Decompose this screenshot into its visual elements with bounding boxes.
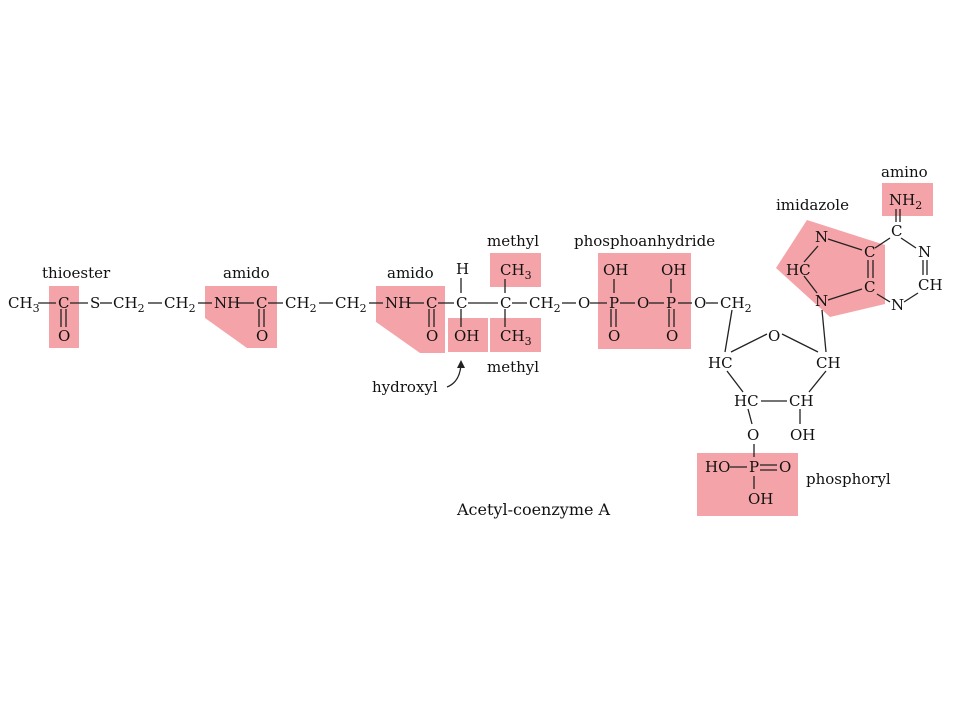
atom-c2: C — [256, 294, 267, 312]
atom-c1: C — [58, 294, 69, 312]
bond — [903, 292, 919, 303]
atom-ring-ch-bottom: CH — [789, 392, 814, 410]
hydroxyl-highlight — [448, 318, 488, 352]
bond — [900, 237, 917, 249]
amino-label: amino — [881, 163, 928, 181]
atom-imid-n-top: N — [815, 228, 828, 246]
bond — [876, 293, 891, 303]
phosphoryl-highlight — [697, 453, 798, 516]
atom-ring-hc-bottom: HC — [734, 392, 759, 410]
atom-o-link-1: O — [578, 294, 590, 312]
thioester-highlight — [49, 286, 79, 348]
atom-p2-oh: OH — [661, 261, 686, 279]
atom-imid-hc: HC — [786, 261, 811, 279]
atom-pur-n-right: N — [918, 243, 931, 261]
atom-phos-o: O — [779, 458, 791, 476]
amido-highlight-2 — [376, 286, 445, 353]
atom-ch3-bottom: CH3 — [500, 327, 532, 348]
atom-ch3-top: CH3 — [500, 261, 532, 282]
atom-ring-ch-right: CH — [816, 354, 841, 372]
atom-pur-ch: CH — [918, 276, 943, 294]
atom-nh-2: NH — [385, 294, 411, 312]
atom-ring-hc-left: HC — [708, 354, 733, 372]
atom-oh-1: OH — [454, 327, 479, 345]
atom-p2: P — [666, 294, 676, 312]
atom-o1: O — [58, 327, 70, 345]
atom-phos-oh: OH — [748, 490, 773, 508]
imidazole-highlight — [776, 220, 885, 317]
atom-p1: P — [609, 294, 619, 312]
hydroxyl-arrowhead — [457, 360, 465, 368]
atom-pur-c-amino: C — [891, 222, 902, 240]
atom-ch2-2: CH2 — [164, 294, 196, 315]
atom-ch2-3: CH2 — [285, 294, 317, 315]
atom-o-link-2: O — [637, 294, 649, 312]
bond — [808, 370, 827, 393]
bond — [726, 370, 744, 393]
bond — [803, 245, 819, 263]
amido-label-1: amido — [223, 264, 270, 282]
atom-p2-o: O — [666, 327, 678, 345]
atom-imid-c-top: C — [864, 243, 875, 261]
bond — [730, 333, 768, 353]
atom-c5: C — [500, 294, 511, 312]
atom-ch2-4: CH2 — [335, 294, 367, 315]
atom-ring-o: O — [768, 327, 780, 345]
phosphoanhydride-label: phosphoanhydride — [574, 232, 715, 250]
amino-highlight — [882, 183, 933, 216]
bond — [781, 333, 819, 353]
atom-phos-p: P — [749, 458, 759, 476]
bond — [821, 309, 827, 353]
bond — [747, 408, 753, 425]
atom-h: H — [456, 260, 469, 278]
atom-ch2-6: CH2 — [720, 294, 752, 315]
atom-c3: C — [426, 294, 437, 312]
atom-ring-oh: OH — [790, 426, 815, 444]
thioester-label: thioester — [42, 264, 111, 282]
atom-c4: C — [456, 294, 467, 312]
atom-ch2-5: CH2 — [529, 294, 561, 315]
phosphoryl-label: phosphoryl — [806, 470, 891, 488]
atom-o-phos: O — [747, 426, 759, 444]
phosphoanhydride-highlight — [598, 253, 691, 349]
figure-caption: Acetyl-coenzyme A — [456, 500, 611, 519]
atom-p1-o: O — [608, 327, 620, 345]
bond — [724, 309, 733, 353]
methyl-bottom-highlight — [490, 318, 541, 352]
atom-imid-n-bottom: N — [815, 292, 828, 310]
methyl-label-bottom: methyl — [487, 358, 539, 376]
atom-amino-nh2: NH2 — [889, 191, 922, 212]
amido-label-2: amido — [387, 264, 434, 282]
atom-phos-ho: HO — [705, 458, 730, 476]
atom-o3: O — [426, 327, 438, 345]
methyl-label-top: methyl — [487, 232, 539, 250]
atom-o2: O — [256, 327, 268, 345]
bond — [827, 288, 863, 301]
atom-nh-1: NH — [214, 294, 240, 312]
atom-ch2-1: CH2 — [113, 294, 145, 315]
imidazole-label: imidazole — [776, 196, 849, 214]
bond — [827, 238, 863, 251]
atom-p1-oh: OH — [603, 261, 628, 279]
bond — [803, 275, 818, 294]
atom-o-link-3: O — [694, 294, 706, 312]
bond — [874, 237, 891, 249]
atom-s: S — [90, 294, 100, 312]
atom-imid-c-bottom: C — [864, 278, 875, 296]
hydroxyl-label: hydroxyl — [372, 378, 438, 396]
methyl-top-highlight — [490, 253, 541, 287]
atom-ch3-start: CH3 — [8, 294, 40, 315]
amido-highlight-1 — [205, 286, 277, 348]
atom-pur-n-bottom: N — [891, 296, 904, 314]
